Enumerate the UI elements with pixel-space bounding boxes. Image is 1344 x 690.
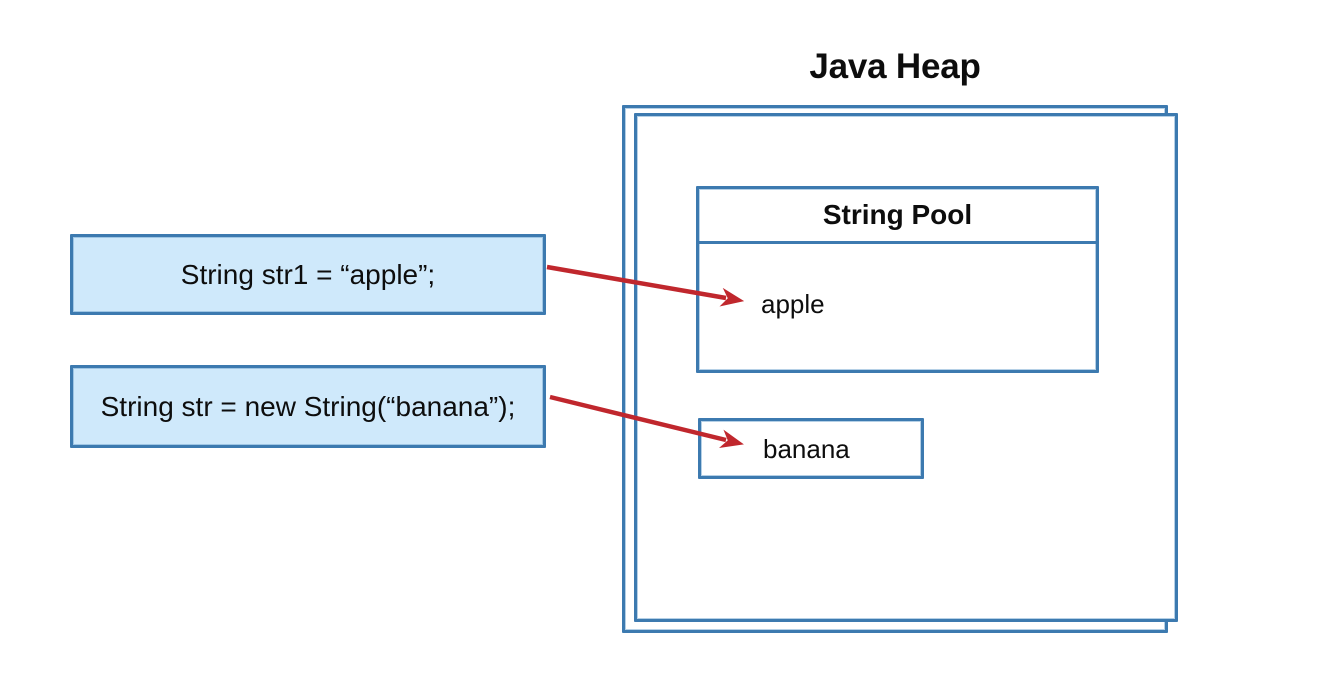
heap-object-banana-box: banana <box>698 418 924 479</box>
heap-object-banana-label: banana <box>763 434 850 464</box>
page-title: Java Heap <box>809 47 981 86</box>
code-statement-text-2: String str = new String(“banana”); <box>100 390 516 422</box>
string-pool-title: String Pool <box>822 199 973 230</box>
string-pool-box: String Pool apple <box>696 186 1099 373</box>
string-pool-header-divider <box>699 241 1096 244</box>
string-pool-entry-apple: apple <box>761 289 825 319</box>
code-statement-text-1: String str1 = “apple”; <box>180 258 436 290</box>
java-heap-inner-frame: String Pool apple banana <box>634 113 1178 622</box>
code-statement-box-1: String str1 = “apple”; <box>70 234 546 315</box>
code-statement-box-2: String str = new String(“banana”); <box>70 365 546 448</box>
